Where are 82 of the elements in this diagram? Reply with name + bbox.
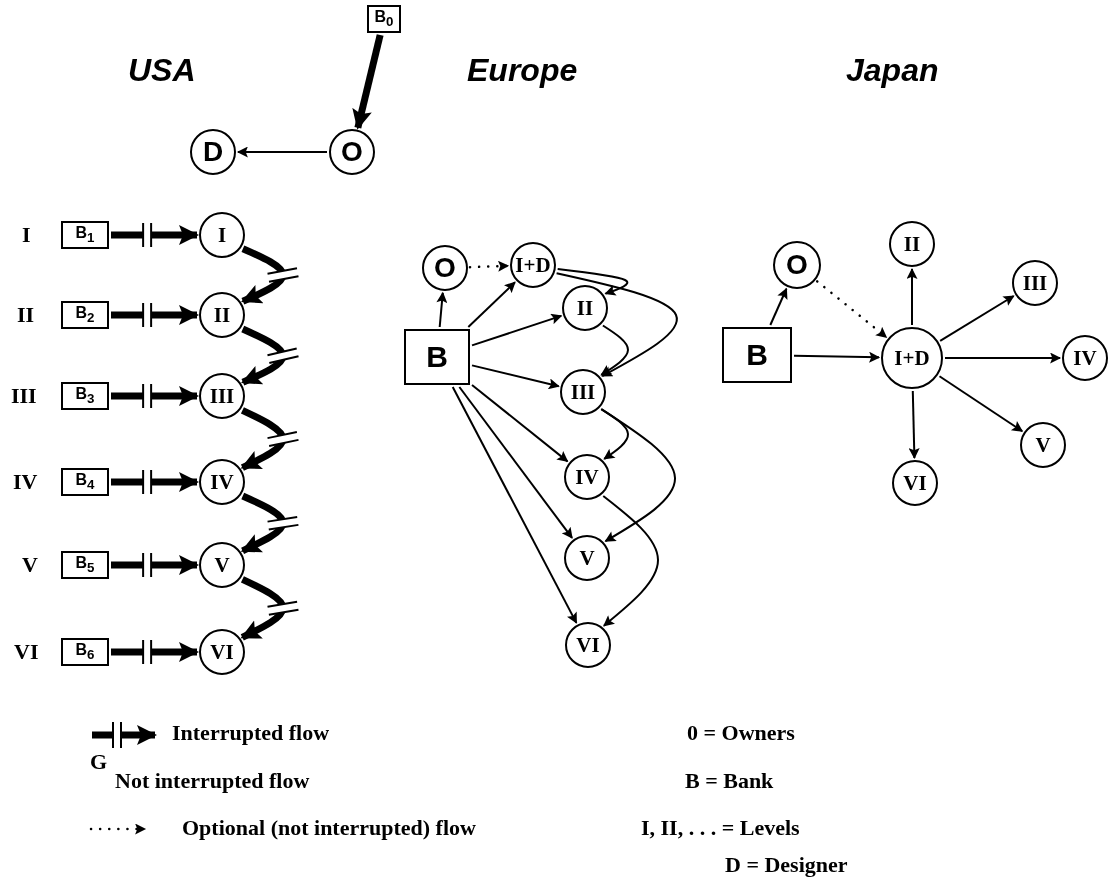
level-label: IV [13,469,38,495]
key-text: B = Bank [685,768,774,794]
key-text: I, II, . . . = Levels [641,815,800,841]
section-title: Europe [467,52,578,89]
level-label: VI [14,639,39,665]
circle-node: D [190,129,236,175]
arrow [793,351,881,363]
curved-arrow [241,325,287,386]
circle-node: O [773,241,821,289]
circle-node: V [199,542,245,588]
arrow [467,281,516,328]
legend-text: Optional (not interrupted) flow [182,815,476,841]
dotted-arrow [815,280,888,339]
curved-arrow [600,324,629,376]
arrow [938,375,1024,433]
legend-text: Not interrupted flow [115,768,310,794]
arrow [236,146,328,158]
level-label: V [22,552,38,578]
arrow [451,386,578,624]
circle-node: III [1012,260,1058,306]
section-title: USA [128,52,196,89]
curved-arrow [240,407,287,471]
circle-node: VI [565,622,611,668]
circle-node: I [199,212,245,258]
circle-node: III [560,369,606,415]
arrow [471,364,560,390]
arrow [471,313,563,347]
circle-node: VI [199,629,245,675]
curved-arrow [240,492,287,554]
dotted-arrow [468,260,510,272]
box-node: B$_{3}$ [61,382,109,410]
arrow [111,305,199,325]
box-node: B [404,329,470,385]
arrow [436,291,448,328]
box-node: B$_{1}$ [61,221,109,249]
circle-node: IV [564,454,610,500]
circle-node: O [422,245,468,291]
circle-node: VI [892,460,938,506]
legend-symbol: G [90,749,108,775]
circle-node: IV [199,459,245,505]
circle-node: I+D [881,327,943,389]
circle-node: IV [1062,335,1108,381]
section-title: Japan [846,52,939,89]
box-node: B$_{4}$ [61,468,109,496]
curved-arrow [240,576,287,641]
key-text: D = Designer [725,852,848,878]
key-text: 0 = Owners [687,720,795,746]
arrow [458,386,574,539]
arrow [111,555,199,575]
circle-node: V [564,535,610,581]
legend-text: Interrupted flow [172,720,330,746]
circle-node: II [562,285,608,331]
box-node: B [722,327,792,383]
circle-node: V [1020,422,1066,468]
circle-node: I+D [510,242,556,288]
circle-node: O [329,129,375,175]
box-node: B$_{2}$ [61,301,109,329]
arrow [908,390,920,460]
box-node: B$_{0}$ [367,5,401,33]
curved-arrow [556,268,629,296]
arrow [944,352,1062,364]
level-label: I [22,222,31,248]
box-node: B$_{5}$ [61,551,109,579]
arrow [111,472,199,492]
arrow [352,34,384,130]
circle-node: II [199,292,245,338]
level-label: II [17,302,35,328]
arrow [769,287,788,326]
arrow [111,386,199,406]
curved-arrow [602,495,659,627]
arrow [111,225,199,245]
arrow [939,295,1015,342]
arrow [906,267,918,326]
curved-arrow [241,245,287,305]
arrow [111,642,199,662]
curved-arrow [600,408,676,543]
circle-node: II [889,221,935,267]
arrow [471,384,569,463]
level-label: III [11,383,37,409]
circle-node: III [199,373,245,419]
curved-arrow [555,272,678,378]
box-node: B$_{6}$ [61,638,109,666]
